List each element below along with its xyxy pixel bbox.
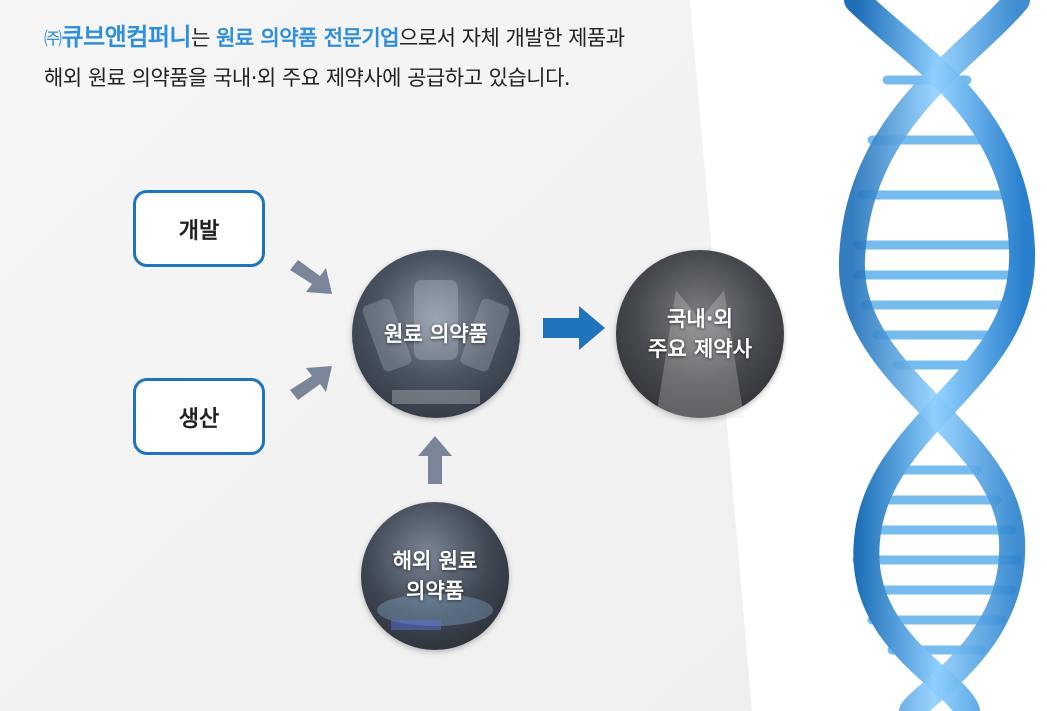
overseas-api-label-line1: 해외 원료 xyxy=(392,549,478,573)
intro-line-1: ㈜큐브앤컴퍼니는 원료 의약품 전문기업으로서 자체 개발한 제품과 xyxy=(44,18,804,59)
api-circle: 원료 의약품 xyxy=(352,250,520,418)
intro-text-2: 으로서 자체 개발한 제품과 xyxy=(399,26,625,50)
intro-highlight: 원료 의약품 전문기업 xyxy=(215,26,400,50)
intro-text-1: 는 xyxy=(190,26,216,50)
dna-helix-image xyxy=(838,0,1036,711)
production-box: 생산 xyxy=(133,378,265,455)
brand-name: 큐브앤컴퍼니 xyxy=(61,23,192,51)
brand-mark: ㈜ xyxy=(44,29,62,50)
development-box: 개발 xyxy=(133,190,265,267)
api-circle-label: 원료 의약품 xyxy=(384,322,488,346)
lab-dish-image xyxy=(377,594,493,630)
clients-label-line1: 국내·외 xyxy=(667,307,733,331)
intro-text: ㈜큐브앤컴퍼니는 원료 의약품 전문기업으로서 자체 개발한 제품과 해외 원료… xyxy=(44,18,804,97)
arrow-up-right-icon xyxy=(290,366,332,400)
arrow-right-icon xyxy=(543,306,605,350)
arrow-up-icon xyxy=(418,436,452,484)
overseas-api-label-line2: 의약품 xyxy=(406,579,464,603)
arrow-down-right-icon xyxy=(290,260,332,294)
microscope-image xyxy=(362,280,510,404)
intro-line-2: 해외 원료 의약품을 국내·외 주요 제약사에 공급하고 있습니다. xyxy=(44,66,571,90)
lab-coat-image xyxy=(656,290,744,418)
clients-label-line2: 주요 제약사 xyxy=(648,337,752,361)
